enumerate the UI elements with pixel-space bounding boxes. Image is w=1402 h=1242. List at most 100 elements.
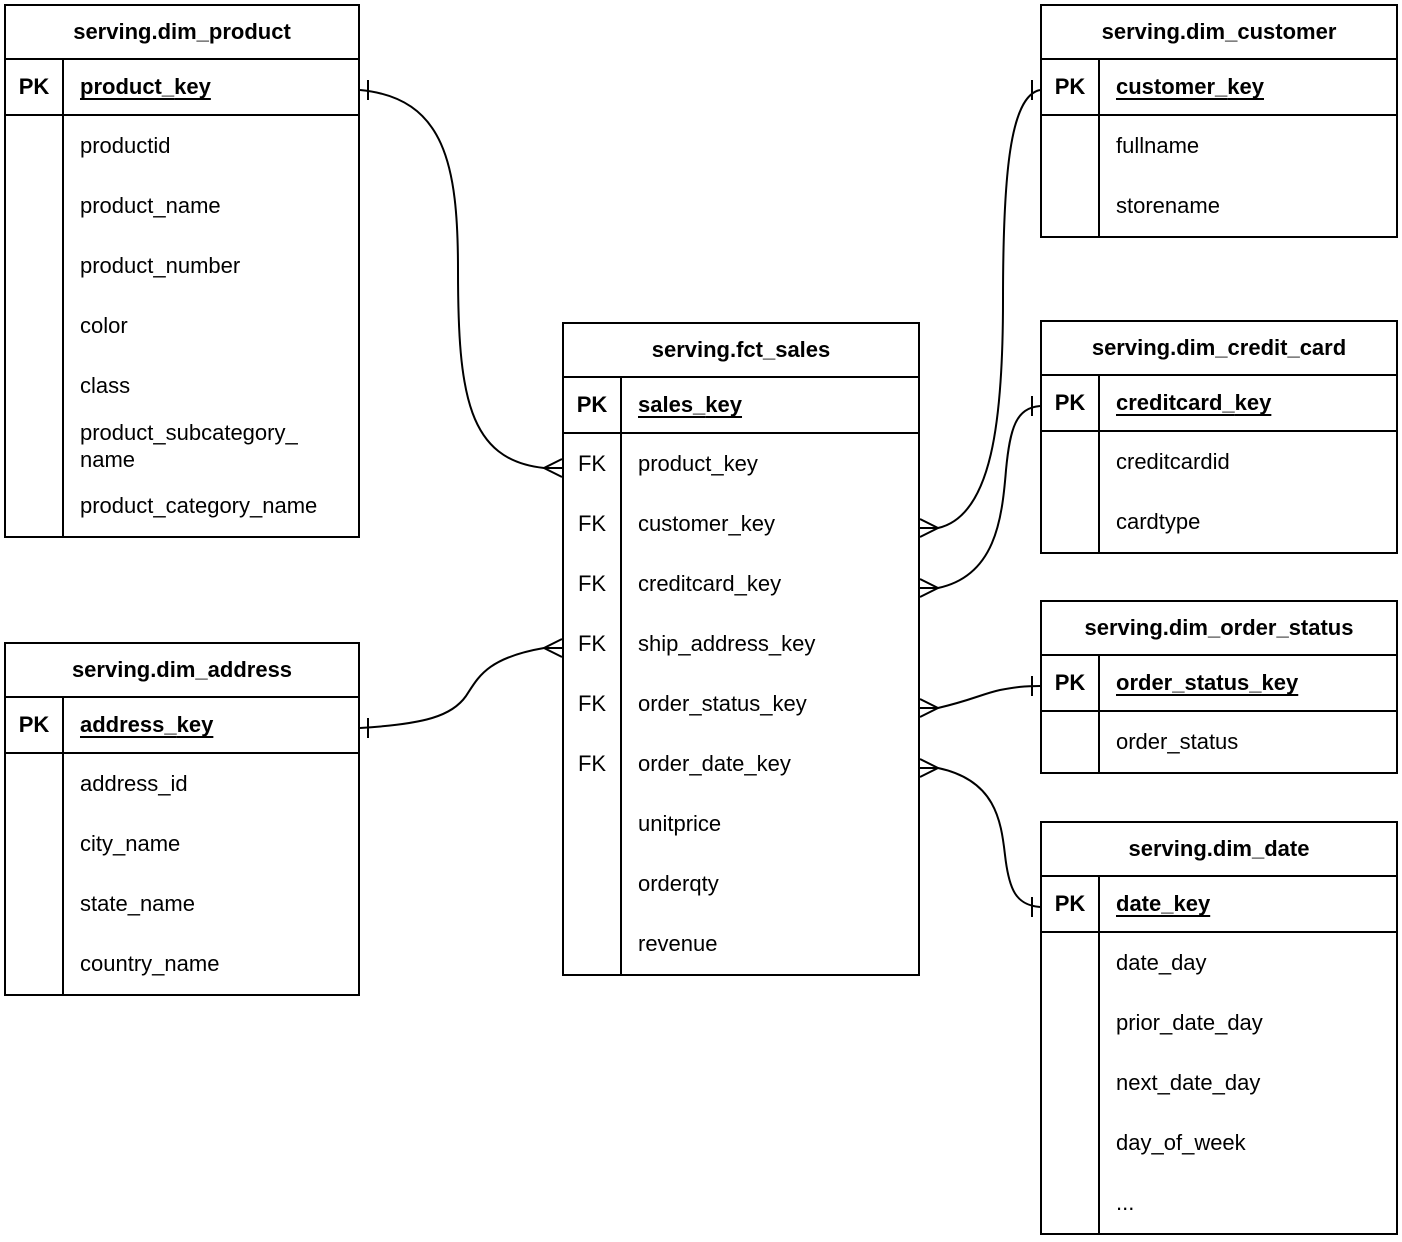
gutter-cell — [564, 914, 622, 974]
gutter-cell — [6, 874, 64, 934]
primary-key-field: order_status_key — [1100, 656, 1396, 712]
gutter-cell — [1042, 492, 1100, 552]
pk-tag: PK — [1042, 376, 1100, 432]
field-name: creditcard_key — [638, 571, 782, 597]
crow-foot-many — [919, 758, 941, 778]
primary-key-field: sales_key — [622, 378, 918, 434]
primary-key-name: creditcard_key — [1116, 390, 1272, 416]
field-name: cardtype — [1116, 509, 1201, 535]
table-title: serving.dim_credit_card — [1042, 322, 1396, 376]
primary-key-field: address_key — [64, 698, 358, 754]
primary-key-name: sales_key — [638, 392, 743, 418]
field-name: prior_date_day — [1116, 1010, 1263, 1036]
gutter-cell — [6, 236, 64, 296]
relationship-fct-sales-to-order-status — [919, 676, 1041, 718]
relationship-curve — [937, 405, 1041, 589]
relationship-curve — [937, 89, 1041, 529]
relationship-curve — [359, 89, 545, 469]
primary-key-name: address_key — [80, 712, 214, 738]
field-name: creditcardid — [1116, 449, 1230, 475]
primary-key-name: date_key — [1116, 891, 1211, 917]
field-name: city_name — [80, 831, 181, 857]
gutter-cell — [6, 754, 64, 814]
gutter-cell — [6, 176, 64, 236]
gutter-cell — [1042, 116, 1100, 176]
field-name: address_id — [80, 771, 188, 797]
table-serving-dim-credit-card: serving.dim_credit_card PK creditcard_key… — [1040, 320, 1398, 554]
gutter-cell — [1042, 993, 1100, 1053]
pk-tag: PK — [6, 698, 64, 754]
gutter-cell — [6, 296, 64, 356]
relationship-fct-sales-to-date — [919, 758, 1041, 917]
field-name: product_key — [638, 451, 758, 477]
field-name: state_name — [80, 891, 195, 917]
field-name: storename — [1116, 193, 1220, 219]
pk-tag: PK — [1042, 877, 1100, 933]
field-name: order_date_key — [638, 751, 791, 777]
primary-key-field: date_key — [1100, 877, 1396, 933]
field-name: product_category_name — [80, 493, 318, 519]
table-title: serving.fct_sales — [564, 324, 918, 378]
field-name: class — [80, 373, 131, 399]
fk-tag: FK — [564, 734, 622, 794]
gutter-cell — [564, 854, 622, 914]
table-rows: PK date_key date_day prior_date_day next_dat… — [1042, 877, 1396, 1233]
relationship-curve — [937, 767, 1041, 908]
field-name: productid — [80, 133, 171, 159]
gutter-cell — [6, 356, 64, 416]
table-title: serving.dim_date — [1042, 823, 1396, 877]
field-name: order_status — [1116, 729, 1239, 755]
gutter-cell — [6, 116, 64, 176]
gutter-cell — [6, 934, 64, 994]
pk-tag: PK — [6, 60, 64, 116]
fk-tag: FK — [564, 674, 622, 734]
field-name: orderqty — [638, 871, 719, 897]
gutter-cell — [1042, 1113, 1100, 1173]
relationship-curve — [937, 685, 1041, 709]
relationship-curve — [359, 647, 545, 729]
relationship-fct-sales-to-customer — [919, 80, 1041, 538]
table-title: serving.dim_product — [6, 6, 358, 60]
table-title: serving.dim_customer — [1042, 6, 1396, 60]
field-name: fullname — [1116, 133, 1200, 159]
table-rows: PK creditcard_key creditcardid cardtype — [1042, 376, 1396, 552]
pk-tag: PK — [564, 378, 622, 434]
field-name: day_of_week — [1116, 1130, 1246, 1156]
primary-key-field: product_key — [64, 60, 358, 116]
primary-key-name: product_key — [80, 74, 211, 100]
gutter-cell — [1042, 712, 1100, 772]
field-name: ... — [1116, 1190, 1135, 1216]
gutter-cell — [6, 416, 64, 476]
field-name: unitprice — [638, 811, 722, 837]
relationship-product-to-fct-sales — [359, 80, 563, 478]
gutter-cell — [1042, 1173, 1100, 1233]
table-title: serving.dim_order_status — [1042, 602, 1396, 656]
primary-key-field: customer_key — [1100, 60, 1396, 116]
field-name: date_day — [1116, 950, 1207, 976]
fk-tag: FK — [564, 494, 622, 554]
field-name: customer_key — [638, 511, 775, 537]
field-name: product_subcategory_name — [80, 419, 298, 473]
fk-tag: FK — [564, 614, 622, 674]
gutter-cell — [1042, 432, 1100, 492]
gutter-cell — [1042, 933, 1100, 993]
field-name: product_name — [80, 193, 221, 219]
field-name: order_status_key — [638, 691, 807, 717]
gutter-cell — [1042, 1053, 1100, 1113]
field-name: country_name — [80, 951, 220, 977]
gutter-cell — [1042, 176, 1100, 236]
crow-foot-many — [919, 578, 941, 598]
primary-key-field: creditcard_key — [1100, 376, 1396, 432]
field-name: next_date_day — [1116, 1070, 1261, 1096]
pk-tag: PK — [1042, 656, 1100, 712]
field-name: product_number — [80, 253, 241, 279]
